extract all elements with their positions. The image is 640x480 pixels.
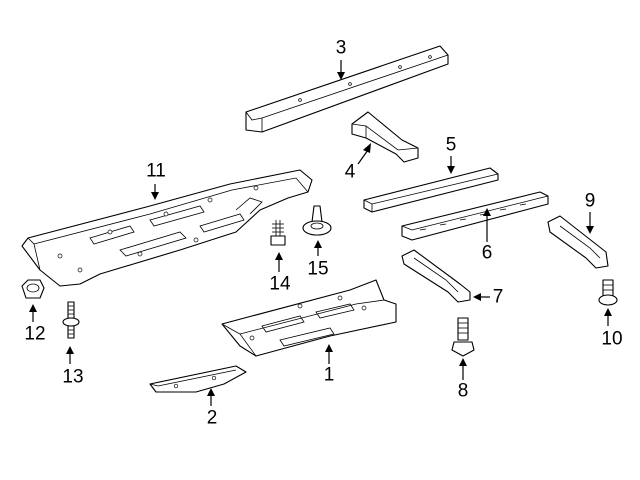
part-11-under-cover[interactable] [21,169,313,287]
callout-15: 15 [307,258,329,280]
part-8-bolt[interactable] [451,317,475,357]
part-1-floor-pan[interactable] [221,279,397,357]
part-9-bracket[interactable] [547,215,609,269]
leader-arrows [29,60,612,406]
callout-8: 8 [457,380,469,402]
part-15-clip[interactable] [302,205,332,236]
callout-7: 7 [492,286,504,308]
callout-12: 12 [24,323,46,345]
callout-4: 4 [344,161,356,183]
part-12-nut[interactable] [21,279,45,299]
callout-1: 1 [323,364,335,386]
callout-9: 9 [584,190,596,212]
part-5-reinforcement[interactable] [363,167,499,213]
callout-5: 5 [445,134,457,156]
callout-13: 13 [62,366,84,388]
part-14-bolt[interactable] [270,220,286,246]
part-4-bracket[interactable] [351,111,419,163]
part-2-bracket[interactable] [149,365,247,393]
part-7-bracket[interactable] [401,249,471,303]
callout-11: 11 [146,160,166,182]
part-13-screw[interactable] [62,301,80,339]
part-10-bolt[interactable] [598,279,618,306]
callout-2: 2 [206,407,218,429]
callout-3: 3 [335,37,347,59]
callout-10: 10 [601,328,623,350]
callout-6: 6 [481,242,493,264]
part-3-rail[interactable] [245,45,449,133]
callout-14: 14 [269,273,291,295]
